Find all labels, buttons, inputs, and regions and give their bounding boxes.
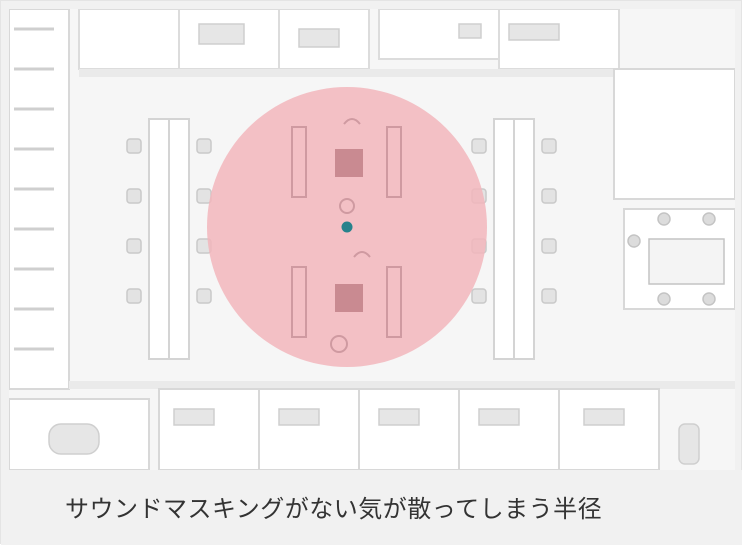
left-wall-fixtures [14, 27, 54, 351]
caption-bar [1, 470, 742, 545]
pod-table-bottom [335, 284, 363, 312]
pod-desk-2 [386, 126, 402, 198]
right-room-top [613, 68, 735, 200]
bottom-offices [9, 388, 660, 470]
corridor-wall-bottom [69, 381, 735, 389]
right-room-furniture [627, 212, 725, 306]
top-office-furniture [198, 23, 560, 48]
pod-desk-1 [291, 126, 307, 198]
left-bench [148, 118, 190, 360]
bottom-office-4 [358, 388, 460, 470]
center-pod-desks [291, 118, 402, 353]
bottom-office-furniture [48, 408, 700, 465]
desk-3 [508, 23, 560, 41]
center-pod-tables [335, 149, 363, 312]
left-bench-chairs [126, 138, 212, 304]
floor-plan-drawing [9, 9, 735, 470]
bottom-office-3 [258, 388, 360, 470]
desk-1 [198, 23, 245, 45]
desk-2 [298, 28, 340, 48]
top-office-1 [78, 9, 180, 70]
pod-table-top [335, 149, 363, 177]
corridor-wall-top [79, 69, 619, 77]
office-floor-plan [9, 9, 735, 470]
pod-desk-3 [291, 266, 307, 338]
sound-source-dot-icon [341, 221, 353, 233]
right-bench [493, 118, 535, 360]
left-rooms [9, 9, 70, 390]
caption-text: サウンドマスキングがない気が散ってしまう半径 [65, 495, 603, 523]
desk-4 [458, 23, 482, 39]
bottom-office-5 [458, 388, 560, 470]
pod-desk-4 [386, 266, 402, 338]
left-wall-room [9, 9, 70, 390]
bottom-office-6 [558, 388, 660, 470]
bottom-office-2 [158, 388, 260, 470]
